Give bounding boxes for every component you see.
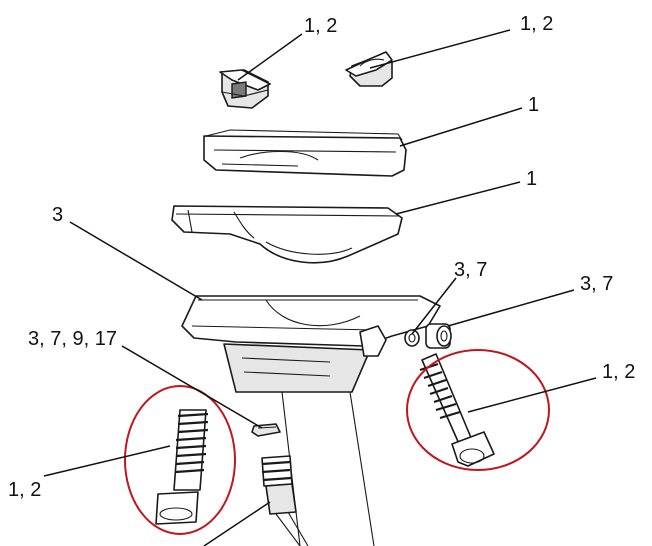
label-left-bolt: 1, 2 [8, 479, 41, 501]
small-washer [404, 329, 420, 347]
barrel-nut [425, 323, 452, 349]
leader-fitting [203, 501, 271, 546]
leader-small-washer [411, 277, 457, 335]
left-bolt [155, 409, 209, 525]
leader-left-bolt [43, 445, 171, 477]
label-seatpost-head: 3 [52, 204, 63, 226]
leader-right-bolt [467, 377, 597, 413]
lower-cradle [171, 205, 403, 264]
label-barrel-nut: 3, 7 [580, 273, 613, 295]
label-right-bolt: 1, 2 [602, 361, 635, 383]
leader-lower-cradle [395, 181, 521, 215]
label-small-shim: 3, 7, 9, 17 [28, 328, 117, 350]
left-bolt-highlight-ring [124, 385, 236, 535]
leader-upper-cradle [399, 107, 523, 147]
label-upper-cradle: 1 [528, 94, 539, 116]
leader-small-shim [121, 345, 263, 429]
leader-top-left-clamp [237, 33, 303, 81]
leader-lines [43, 29, 597, 546]
upper-cradle [203, 129, 407, 177]
right-bolt-highlight-ring [406, 349, 550, 471]
label-top-right-clamp: 1, 2 [520, 13, 553, 35]
label-lower-cradle: 1 [526, 168, 537, 190]
leader-barrel-nut [447, 289, 575, 327]
right-bolt [419, 353, 495, 467]
label-small-washer: 3, 7 [454, 259, 487, 281]
threaded-fitting [261, 455, 309, 546]
leader-top-right-clamp [369, 29, 511, 69]
top-right-rail-clamp [345, 51, 393, 87]
top-left-rail-clamp [219, 69, 271, 109]
leader-seatpost-head [69, 221, 203, 301]
small-shim [251, 423, 281, 437]
label-top-left-clamp: 1, 2 [304, 15, 337, 37]
seatpost-head [181, 295, 441, 546]
